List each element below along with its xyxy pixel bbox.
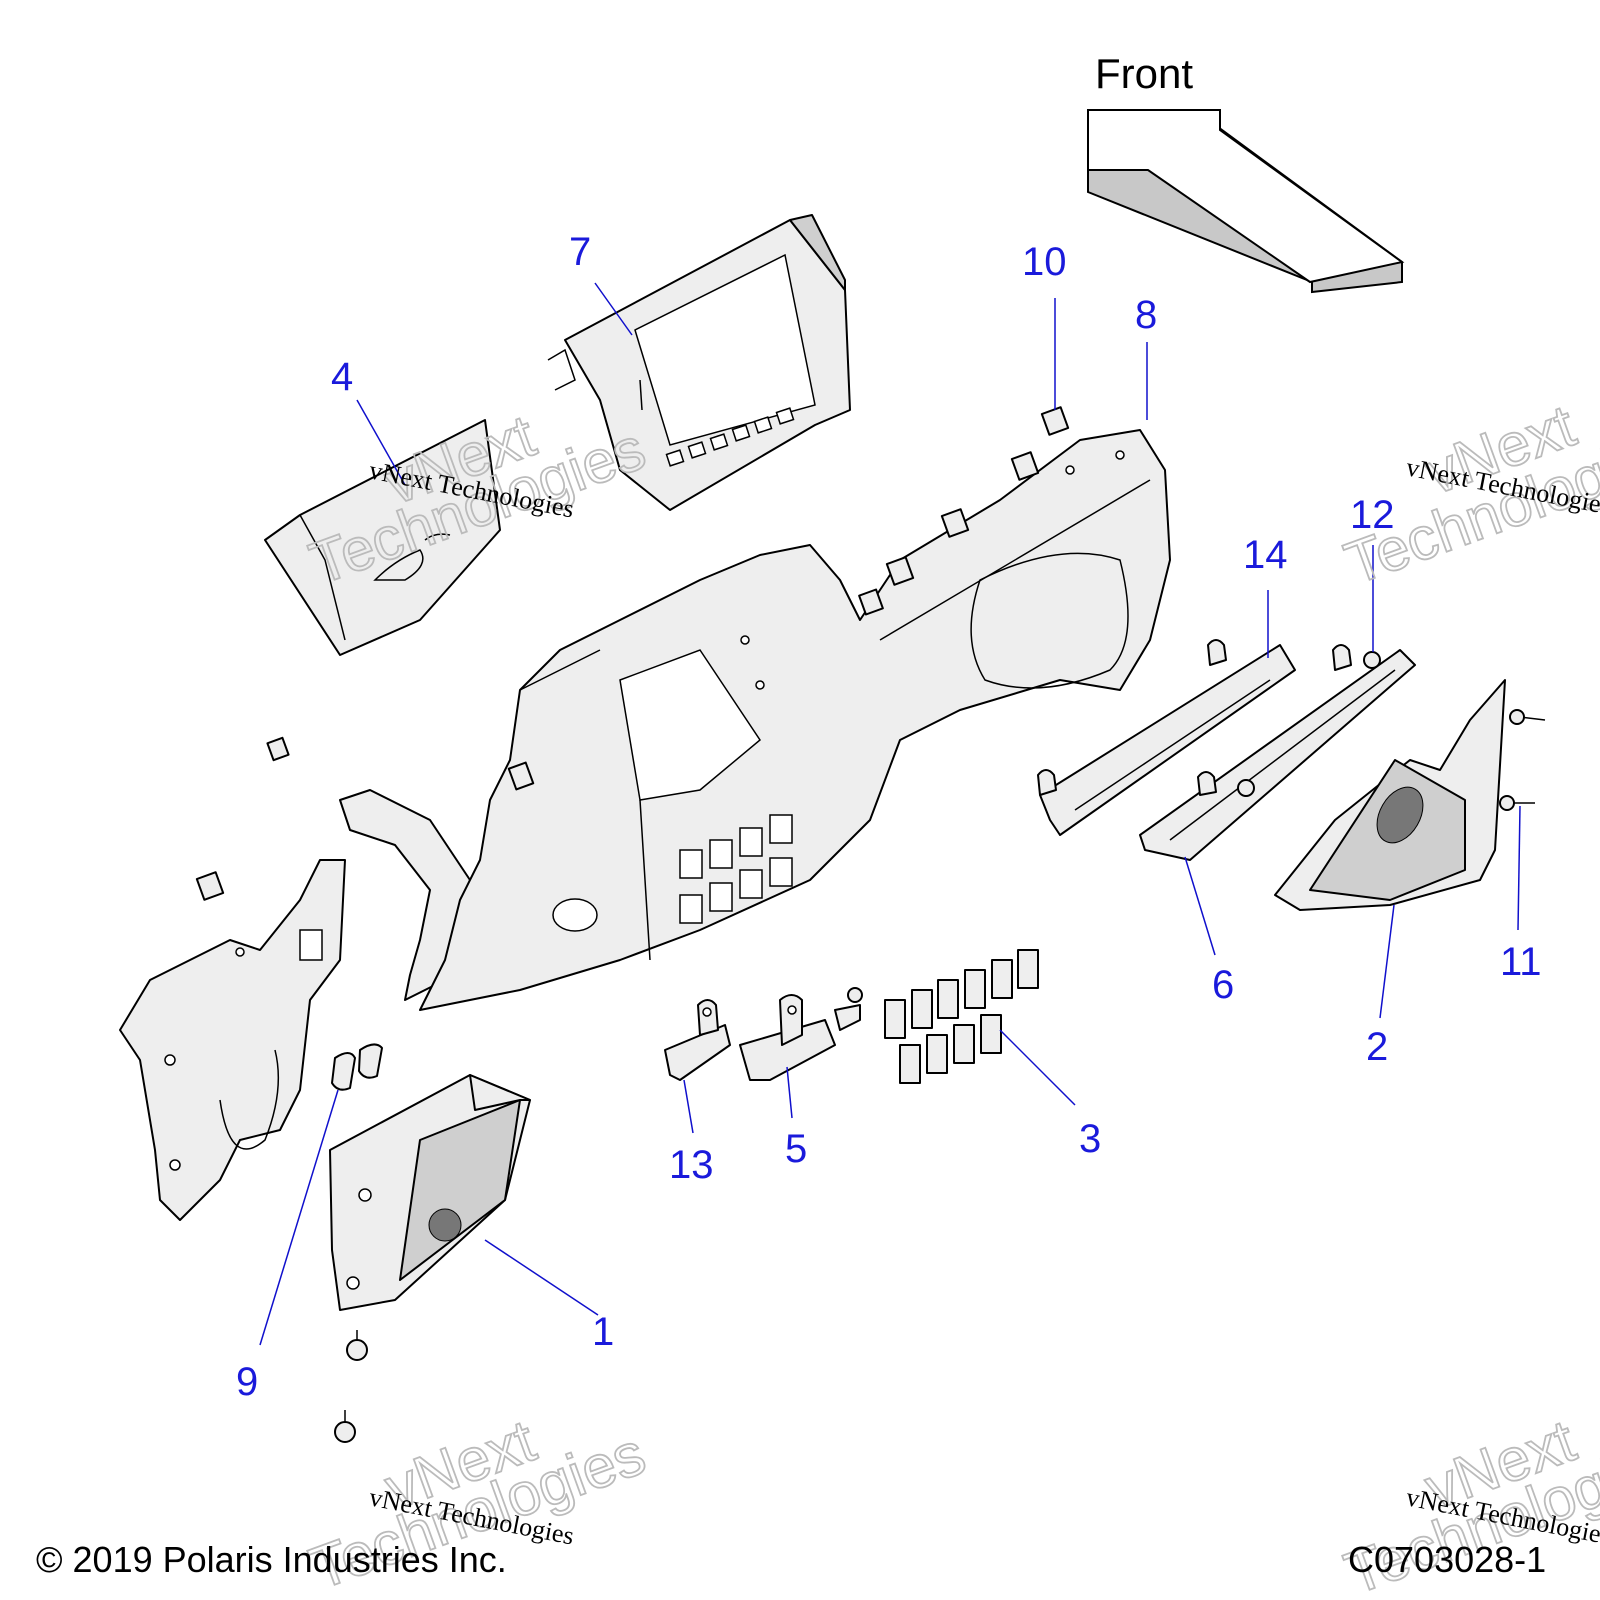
- callout-3: 3: [1079, 1117, 1101, 1161]
- part-14-trim-strip: [1037, 639, 1296, 836]
- part-13-bracket: [664, 999, 731, 1081]
- callout-1: 1: [592, 1310, 614, 1354]
- left-speaker-grille: [428, 1208, 462, 1242]
- callout-2: 2: [1366, 1025, 1388, 1069]
- callout-5: 5: [785, 1127, 807, 1171]
- part-1-left-knee-panel: [329, 1074, 531, 1311]
- part-7-display-bezel: [547, 214, 851, 511]
- part-11-screws: [1499, 709, 1546, 811]
- callout-14: 14: [1243, 533, 1288, 577]
- callout-10: 10: [1022, 240, 1067, 284]
- front-direction-arrow: Front: [1087, 50, 1405, 294]
- part-6-lower-trim-strip: [1139, 644, 1416, 861]
- part-12-clip: [1237, 651, 1381, 797]
- callout-6: 6: [1212, 963, 1234, 1007]
- part-3-switch-blanks: [884, 949, 1039, 1084]
- right-speaker-grille: [1376, 786, 1424, 844]
- part-2-right-knee-panel: [1274, 679, 1506, 911]
- vent-grid: [679, 814, 793, 924]
- part-8-dash-structure: [339, 429, 1171, 1011]
- callout-12: 12: [1350, 493, 1395, 537]
- part-5-mount-bracket: [739, 987, 863, 1081]
- copyright-notice: © 2019 Polaris Industries Inc.: [36, 1539, 507, 1580]
- figure-id: C0703028-1: [1348, 1539, 1546, 1580]
- part-9-clips: [331, 1043, 383, 1091]
- front-label: Front: [1095, 50, 1193, 97]
- callout-8: 8: [1135, 293, 1157, 337]
- callout-13: 13: [669, 1143, 714, 1187]
- part-10-clip-nuts: [195, 406, 1070, 901]
- callout-11: 11: [1500, 940, 1542, 984]
- part-4-side-panel: [264, 419, 501, 656]
- left-support-bracket: [119, 859, 346, 1221]
- callout-4: 4: [331, 355, 353, 399]
- leader-lines: [259, 282, 1521, 1346]
- bezel-button-row: [665, 407, 795, 467]
- screw-fasteners-left: [334, 1330, 368, 1443]
- callout-numbers: 1 2 3 4 5 6 7 8 9 10 11 12 13 14: [236, 230, 1542, 1404]
- callout-7: 7: [569, 230, 591, 274]
- callout-9: 9: [236, 1360, 258, 1404]
